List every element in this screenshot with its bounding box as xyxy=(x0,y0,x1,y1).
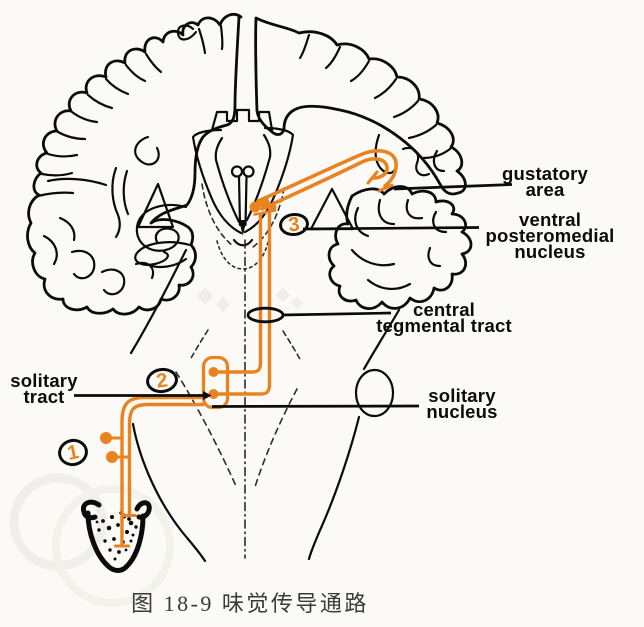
label-line: solitary xyxy=(428,385,496,406)
brainstem-outline xyxy=(129,248,401,563)
leader-gustatory-area xyxy=(393,183,513,191)
label-line: gustatory xyxy=(501,163,589,184)
right-hemisphere-sulci xyxy=(298,33,452,160)
leader-ventral-posteromedial xyxy=(302,226,480,231)
lateral-ventricles xyxy=(191,126,295,235)
label-line: area xyxy=(525,179,565,200)
brainstem-dashed-lines xyxy=(175,183,302,559)
label-line: nucleus xyxy=(426,401,498,422)
leader-solitary-tract-arrow xyxy=(203,391,212,400)
label-line: posteromedial xyxy=(485,225,615,246)
figure-caption: 图 18-9 味觉传导通路 xyxy=(131,591,369,616)
right-temporal-sulci xyxy=(350,198,448,290)
left-hemisphere-outline xyxy=(26,13,243,316)
label-line: solitary xyxy=(10,370,78,391)
central-tegmental-tract-marker xyxy=(246,306,285,324)
third-order-neuron xyxy=(249,149,398,213)
inferior-olive xyxy=(354,368,395,418)
gustatory-pathway xyxy=(100,149,398,548)
thalamic-cell-dot xyxy=(249,201,261,213)
label-ventral-posteromedial-nucleus: ventral posteromedial nucleus xyxy=(485,209,615,262)
leader-central-tegmental xyxy=(281,311,392,317)
solitary-nucleus-outline xyxy=(201,355,230,410)
label-central-tegmental-tract: central tegmental tract xyxy=(376,299,512,336)
right-hemisphere-upper-outline xyxy=(254,16,467,196)
corpus-callosum xyxy=(210,108,274,132)
marker-number: 1 xyxy=(65,440,81,465)
first-order-neuron xyxy=(100,395,205,548)
third-ventricle xyxy=(232,175,254,247)
solitary-cell-dot xyxy=(208,389,219,399)
label-solitary-tract: solitary tract xyxy=(10,370,78,407)
left-hemisphere-sulci xyxy=(36,24,224,296)
label-solitary-nucleus: solitary nucleus xyxy=(426,385,498,422)
marker-number: 3 xyxy=(287,212,301,237)
marker-number: 2 xyxy=(154,368,170,393)
ganglion-cell-dot xyxy=(100,432,112,444)
left-triangle xyxy=(136,182,175,229)
taste-bud-stipple xyxy=(95,511,138,561)
taste-bud xyxy=(80,499,152,573)
label-line: central xyxy=(412,299,476,320)
leader-solitary-nucleus xyxy=(211,404,420,408)
label-line: tegmental tract xyxy=(376,315,512,336)
ganglion-cell-dot xyxy=(106,451,118,463)
label-line: tract xyxy=(23,386,65,407)
label-line: nucleus xyxy=(514,241,586,262)
label-line: ventral xyxy=(518,209,582,230)
label-gustatory-area: gustatory area xyxy=(501,163,589,200)
brain-coronal-outline xyxy=(26,13,473,573)
annotation-lines xyxy=(74,183,513,408)
solitary-cell-dot xyxy=(208,367,219,377)
right-temporal-lobe-outline xyxy=(327,185,473,310)
